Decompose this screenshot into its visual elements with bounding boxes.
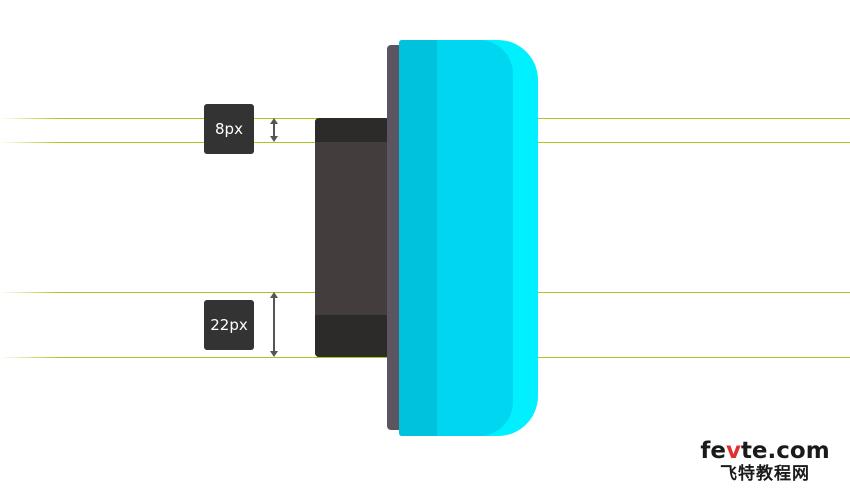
- dimension-arrow-bottom-shaft: [273, 298, 275, 351]
- gap-label-bottom-text: 22px: [210, 316, 248, 334]
- cyan-inner-strip: [399, 40, 437, 436]
- watermark-site-part: te.com: [740, 438, 830, 464]
- watermark-site: fevte.com: [690, 440, 840, 463]
- gap-label-bottom: 22px: [204, 300, 254, 350]
- dimension-arrow-bottom-head-down: [270, 351, 278, 357]
- dimension-arrow-bottom-head-up: [270, 292, 278, 298]
- dimension-arrow-top-head-up: [270, 118, 278, 124]
- dimension-arrow-top-head-down: [270, 136, 278, 142]
- watermark-logo: fevte.com 飞特教程网: [690, 440, 840, 483]
- dark-block: [315, 118, 395, 357]
- gap-label-top-text: 8px: [215, 120, 243, 138]
- dark-block-top-band: [315, 118, 395, 142]
- dark-block-bottom-band: [315, 315, 395, 357]
- watermark-site-part: fe: [700, 438, 726, 464]
- dimension-arrow-top-shaft: [273, 124, 275, 136]
- gap-label-top: 8px: [204, 104, 254, 154]
- watermark-site-accent: v: [725, 438, 741, 464]
- watermark-site-name: 飞特教程网: [720, 464, 810, 484]
